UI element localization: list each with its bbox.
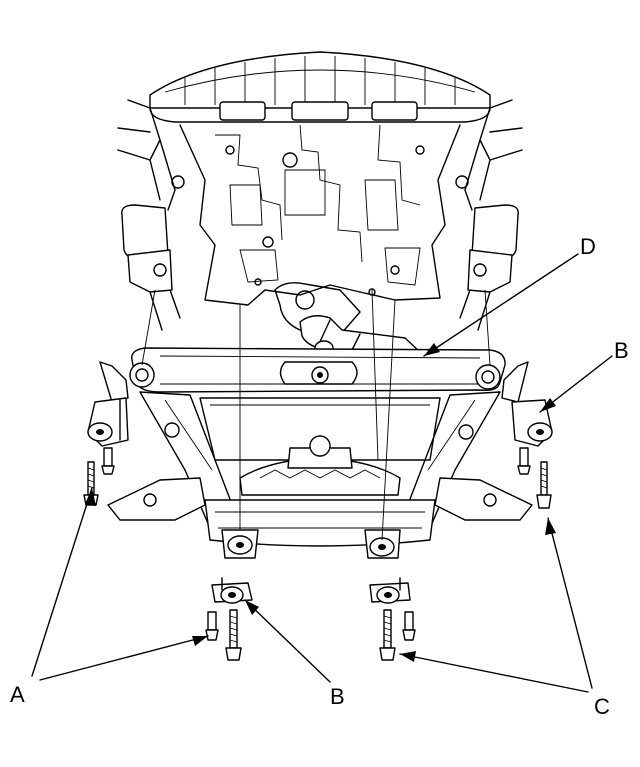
callout-c: C bbox=[594, 694, 610, 719]
callout-b-right: B bbox=[614, 338, 629, 363]
alignment-lines bbox=[141, 289, 491, 541]
callout-b-lower: B bbox=[330, 684, 345, 709]
callout-d: D bbox=[580, 234, 596, 259]
left-rear-bracket bbox=[205, 577, 253, 661]
right-rear-bracket bbox=[369, 577, 416, 661]
left-front-bracket bbox=[83, 361, 129, 506]
right-front-bracket bbox=[501, 361, 553, 509]
leader-lines bbox=[31, 253, 613, 693]
front-subframe bbox=[107, 347, 533, 559]
body-underside bbox=[117, 51, 523, 336]
callout-a: A bbox=[10, 682, 25, 707]
